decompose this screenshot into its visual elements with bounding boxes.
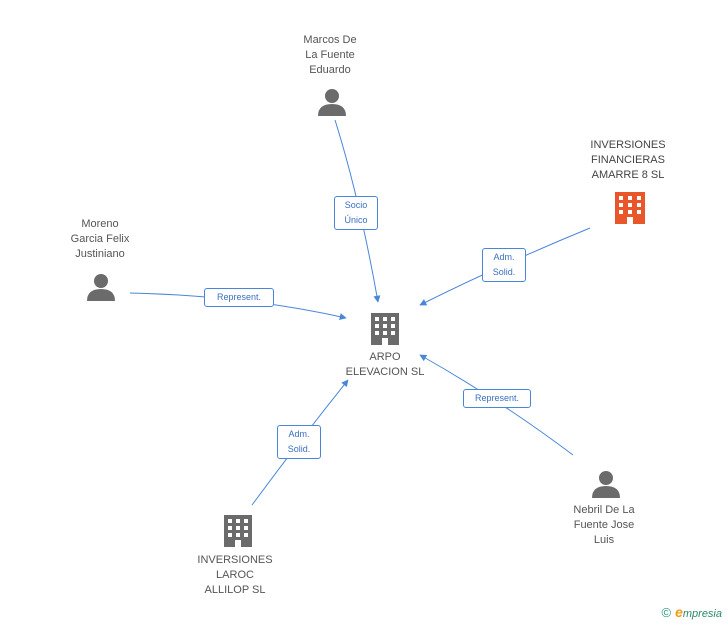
footer-brand: © empresia xyxy=(661,604,722,620)
node-label-inversiones-amarre[interactable]: INVERSIONES FINANCIERAS AMARRE 8 SL xyxy=(590,139,666,181)
building-icon xyxy=(224,515,252,547)
edge-label-moreno: Represent. xyxy=(204,288,274,307)
person-icon xyxy=(592,471,620,498)
copyright-symbol: © xyxy=(661,604,672,620)
brand-initial: e xyxy=(675,604,683,620)
brand-name: mpresia xyxy=(682,608,722,620)
person-icon xyxy=(318,89,346,116)
person-icon xyxy=(87,274,115,301)
edge-label-marcos: Socio Único xyxy=(334,196,378,230)
node-label-nebril[interactable]: Nebril De La Fuente Jose Luis xyxy=(573,504,635,546)
edge-label-inversiones-amarre: Adm. Solid. xyxy=(482,248,526,282)
edge-label-nebril: Represent. xyxy=(463,389,531,408)
building-icon xyxy=(615,192,645,224)
node-label-inversiones-laroc[interactable]: INVERSIONES LAROC ALLILOP SL xyxy=(197,554,273,596)
building-icon xyxy=(371,313,399,345)
node-label-marcos[interactable]: Marcos De La Fuente Eduardo xyxy=(303,34,357,76)
edge-label-inversiones-laroc: Adm. Solid. xyxy=(277,425,321,459)
brand-logo[interactable]: empresia xyxy=(675,604,722,620)
node-label-moreno[interactable]: Moreno Garcia Felix Justiniano xyxy=(70,218,130,260)
node-label-center[interactable]: ARPO ELEVACION SL xyxy=(345,351,425,378)
